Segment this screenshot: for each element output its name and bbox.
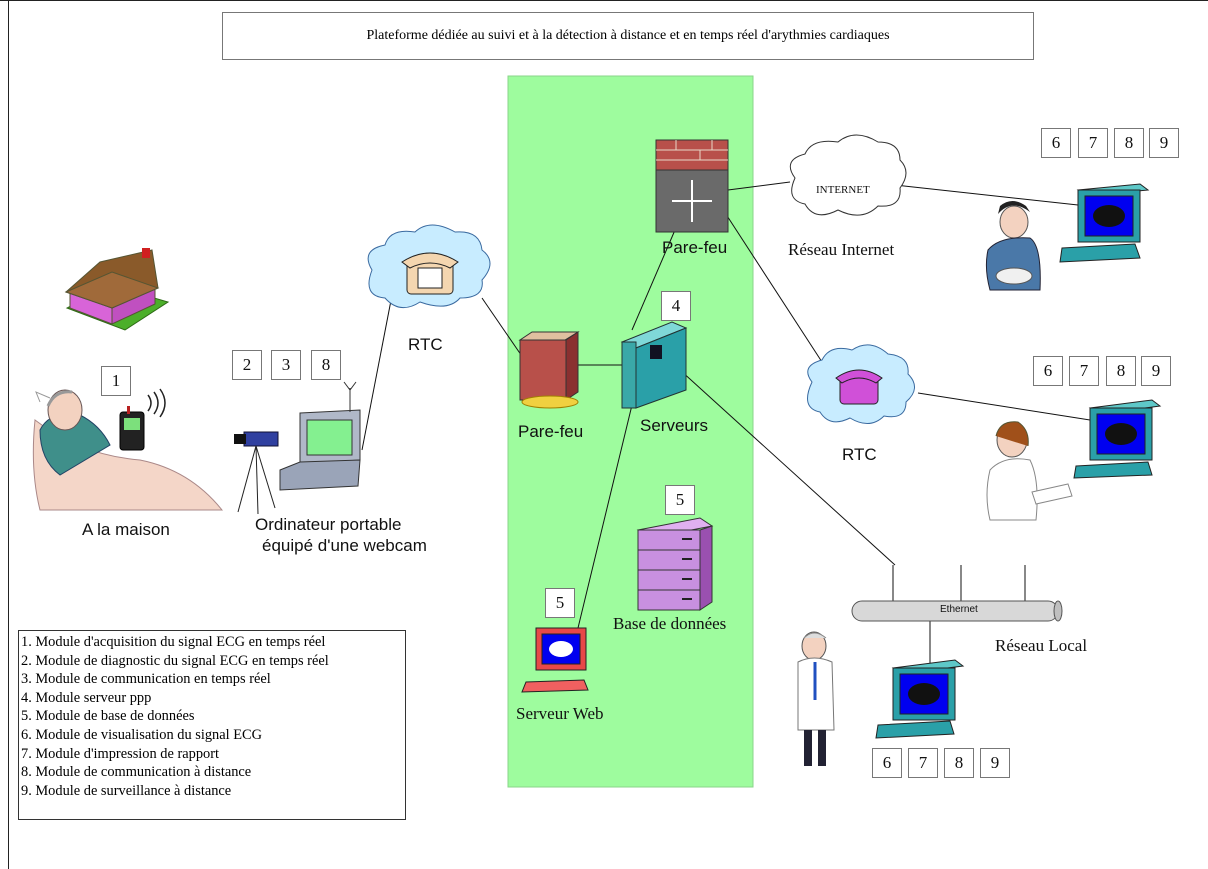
legend-item: 6. Module de visualisation du signal ECG bbox=[21, 726, 263, 743]
label-rtc-left: RTC bbox=[408, 335, 443, 354]
computer-terminal-icon bbox=[875, 659, 965, 739]
legend: 1. Module d'acquisition du signal ECG en… bbox=[18, 630, 406, 820]
legend-item: 3. Module de communication en temps réel bbox=[21, 671, 271, 688]
badge-doctor-bottom: 9 bbox=[980, 748, 1010, 778]
badge-doctor-top: 6 bbox=[1041, 128, 1071, 158]
telephone-icon bbox=[401, 252, 459, 295]
server-icon bbox=[620, 321, 688, 409]
badge-patient: 1 bbox=[101, 366, 131, 396]
legend-item: 7. Module d'impression de rapport bbox=[21, 745, 220, 762]
label-firewall-left: Pare-feu bbox=[518, 422, 584, 441]
badge-servers: 4 bbox=[661, 291, 691, 321]
firewall-icon bbox=[518, 331, 580, 409]
label-rtc-right: RTC bbox=[842, 445, 877, 464]
database-icon bbox=[636, 517, 714, 611]
badge-doctor-mid: 9 bbox=[1141, 356, 1171, 386]
badge-doctor-top: 8 bbox=[1114, 128, 1144, 158]
nurse-icon bbox=[985, 201, 1041, 291]
label-ethernet: Ethernet bbox=[940, 604, 978, 615]
label-laptop-line1: Ordinateur portable bbox=[255, 515, 402, 534]
diagram-title: Plateforme dédiée au suivi et à la détec… bbox=[222, 12, 1034, 60]
label-firewall-top: Pare-feu bbox=[662, 238, 728, 257]
legend-item: 1. Module d'acquisition du signal ECG en… bbox=[21, 634, 326, 650]
badge-laptop: 3 bbox=[271, 350, 301, 380]
badge-doctor-mid: 7 bbox=[1069, 356, 1099, 386]
ecg-device-icon bbox=[119, 388, 166, 451]
ethernet-bus-icon bbox=[851, 600, 1063, 622]
legend-item: 8. Module de communication à distance bbox=[21, 764, 252, 781]
patient-bed-icon bbox=[32, 389, 224, 511]
badge-doctor-mid: 8 bbox=[1106, 356, 1136, 386]
badge-doctor-top: 9 bbox=[1149, 128, 1179, 158]
computer-terminal-icon bbox=[521, 627, 589, 693]
doctor-icon bbox=[986, 421, 1073, 521]
computer-terminal-icon bbox=[1059, 183, 1150, 263]
label-internet-net: Réseau Internet bbox=[788, 240, 895, 259]
badge-doctor-bottom: 7 bbox=[908, 748, 938, 778]
legend-item: 5. Module de base de données bbox=[21, 708, 195, 725]
badge-web-server: 5 bbox=[545, 588, 575, 618]
legend-item: 9. Module de surveillance à distance bbox=[21, 782, 232, 799]
badge-laptop: 2 bbox=[232, 350, 262, 380]
legend-item: 2. Module de diagnostic du signal ECG en… bbox=[21, 652, 329, 669]
label-database: Base de données bbox=[613, 614, 727, 633]
house-icon bbox=[64, 248, 170, 331]
label-home: A la maison bbox=[82, 520, 170, 539]
badge-doctor-bottom: 8 bbox=[944, 748, 974, 778]
laptop-icon bbox=[279, 381, 361, 491]
legend-item: 4. Module serveur ppp bbox=[21, 689, 152, 706]
badge-doctor-mid: 6 bbox=[1033, 356, 1063, 386]
badge-laptop: 8 bbox=[311, 350, 341, 380]
badge-doctor-top: 7 bbox=[1078, 128, 1108, 158]
label-internet-cloud: INTERNET bbox=[816, 184, 870, 196]
doctor-icon bbox=[797, 631, 835, 766]
label-lan: Réseau Local bbox=[995, 636, 1088, 655]
label-web-server: Serveur Web bbox=[516, 704, 604, 723]
router-firewall-icon bbox=[655, 139, 729, 233]
label-servers: Serveurs bbox=[640, 416, 709, 435]
badge-doctor-bottom: 6 bbox=[872, 748, 902, 778]
computer-terminal-icon bbox=[1073, 399, 1162, 479]
webcam-icon bbox=[234, 431, 279, 515]
label-laptop-line2: équipé d'une webcam bbox=[262, 536, 427, 555]
badge-database: 5 bbox=[665, 485, 695, 515]
title-text: Plateforme dédiée au suivi et à la détec… bbox=[366, 28, 890, 43]
